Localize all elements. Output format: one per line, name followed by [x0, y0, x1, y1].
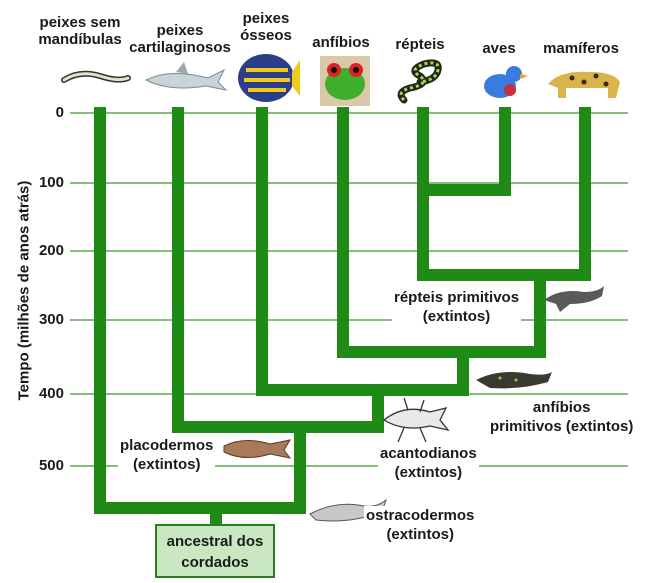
- primitive-reptile-icon: [544, 286, 604, 312]
- tick-0: 0: [24, 105, 64, 121]
- branch-birds: [423, 113, 505, 190]
- branch-sauropsid-mammal: [423, 113, 540, 313]
- label-aves: aves: [476, 40, 522, 57]
- jaguar-icon: [548, 72, 620, 98]
- branch-osteichthyes: [262, 113, 378, 427]
- label-peixes-cartilaginosos: peixes cartilaginosos: [124, 22, 236, 56]
- label-acantodianos: acantodianos (extintos): [378, 444, 479, 482]
- shark-icon: [146, 62, 226, 90]
- tick-400: 400: [24, 386, 64, 402]
- frog-icon: [320, 56, 370, 106]
- label-peixes-sem-mandibulas: peixes sem mandíbulas: [30, 14, 130, 48]
- label-anfibios: anfíbios: [306, 34, 376, 51]
- tick-500: 500: [24, 458, 64, 474]
- label-repteis-primitivos: répteis primitivos (extintos): [392, 288, 521, 326]
- snake-icon: [401, 63, 438, 100]
- label-repteis: répteis: [390, 36, 450, 53]
- y-axis-label: Tempo (milhões de anos atrás): [16, 171, 33, 411]
- angelfish-icon: [238, 54, 300, 102]
- tick-100: 100: [24, 175, 64, 191]
- acanthodian-icon: [384, 398, 448, 442]
- label-ostracodermos: ostracodermos (extintos): [364, 506, 476, 544]
- tick-200: 200: [24, 243, 64, 259]
- label-mamiferos: mamíferos: [536, 40, 626, 57]
- label-peixes-osseos: peixes ósseos: [236, 10, 296, 44]
- label-placodermos: placodermos (extintos): [118, 436, 215, 474]
- bird-icon: [484, 66, 528, 98]
- lamprey-icon: [64, 74, 128, 80]
- label-anfibios-primitivos: anfíbios primitivos (extintos): [488, 398, 635, 436]
- tick-300: 300: [24, 312, 64, 328]
- primitive-amphibian-icon: [476, 372, 552, 388]
- root-ancestor-box: ancestral dos cordados: [155, 524, 275, 578]
- placoderm-icon: [224, 440, 290, 458]
